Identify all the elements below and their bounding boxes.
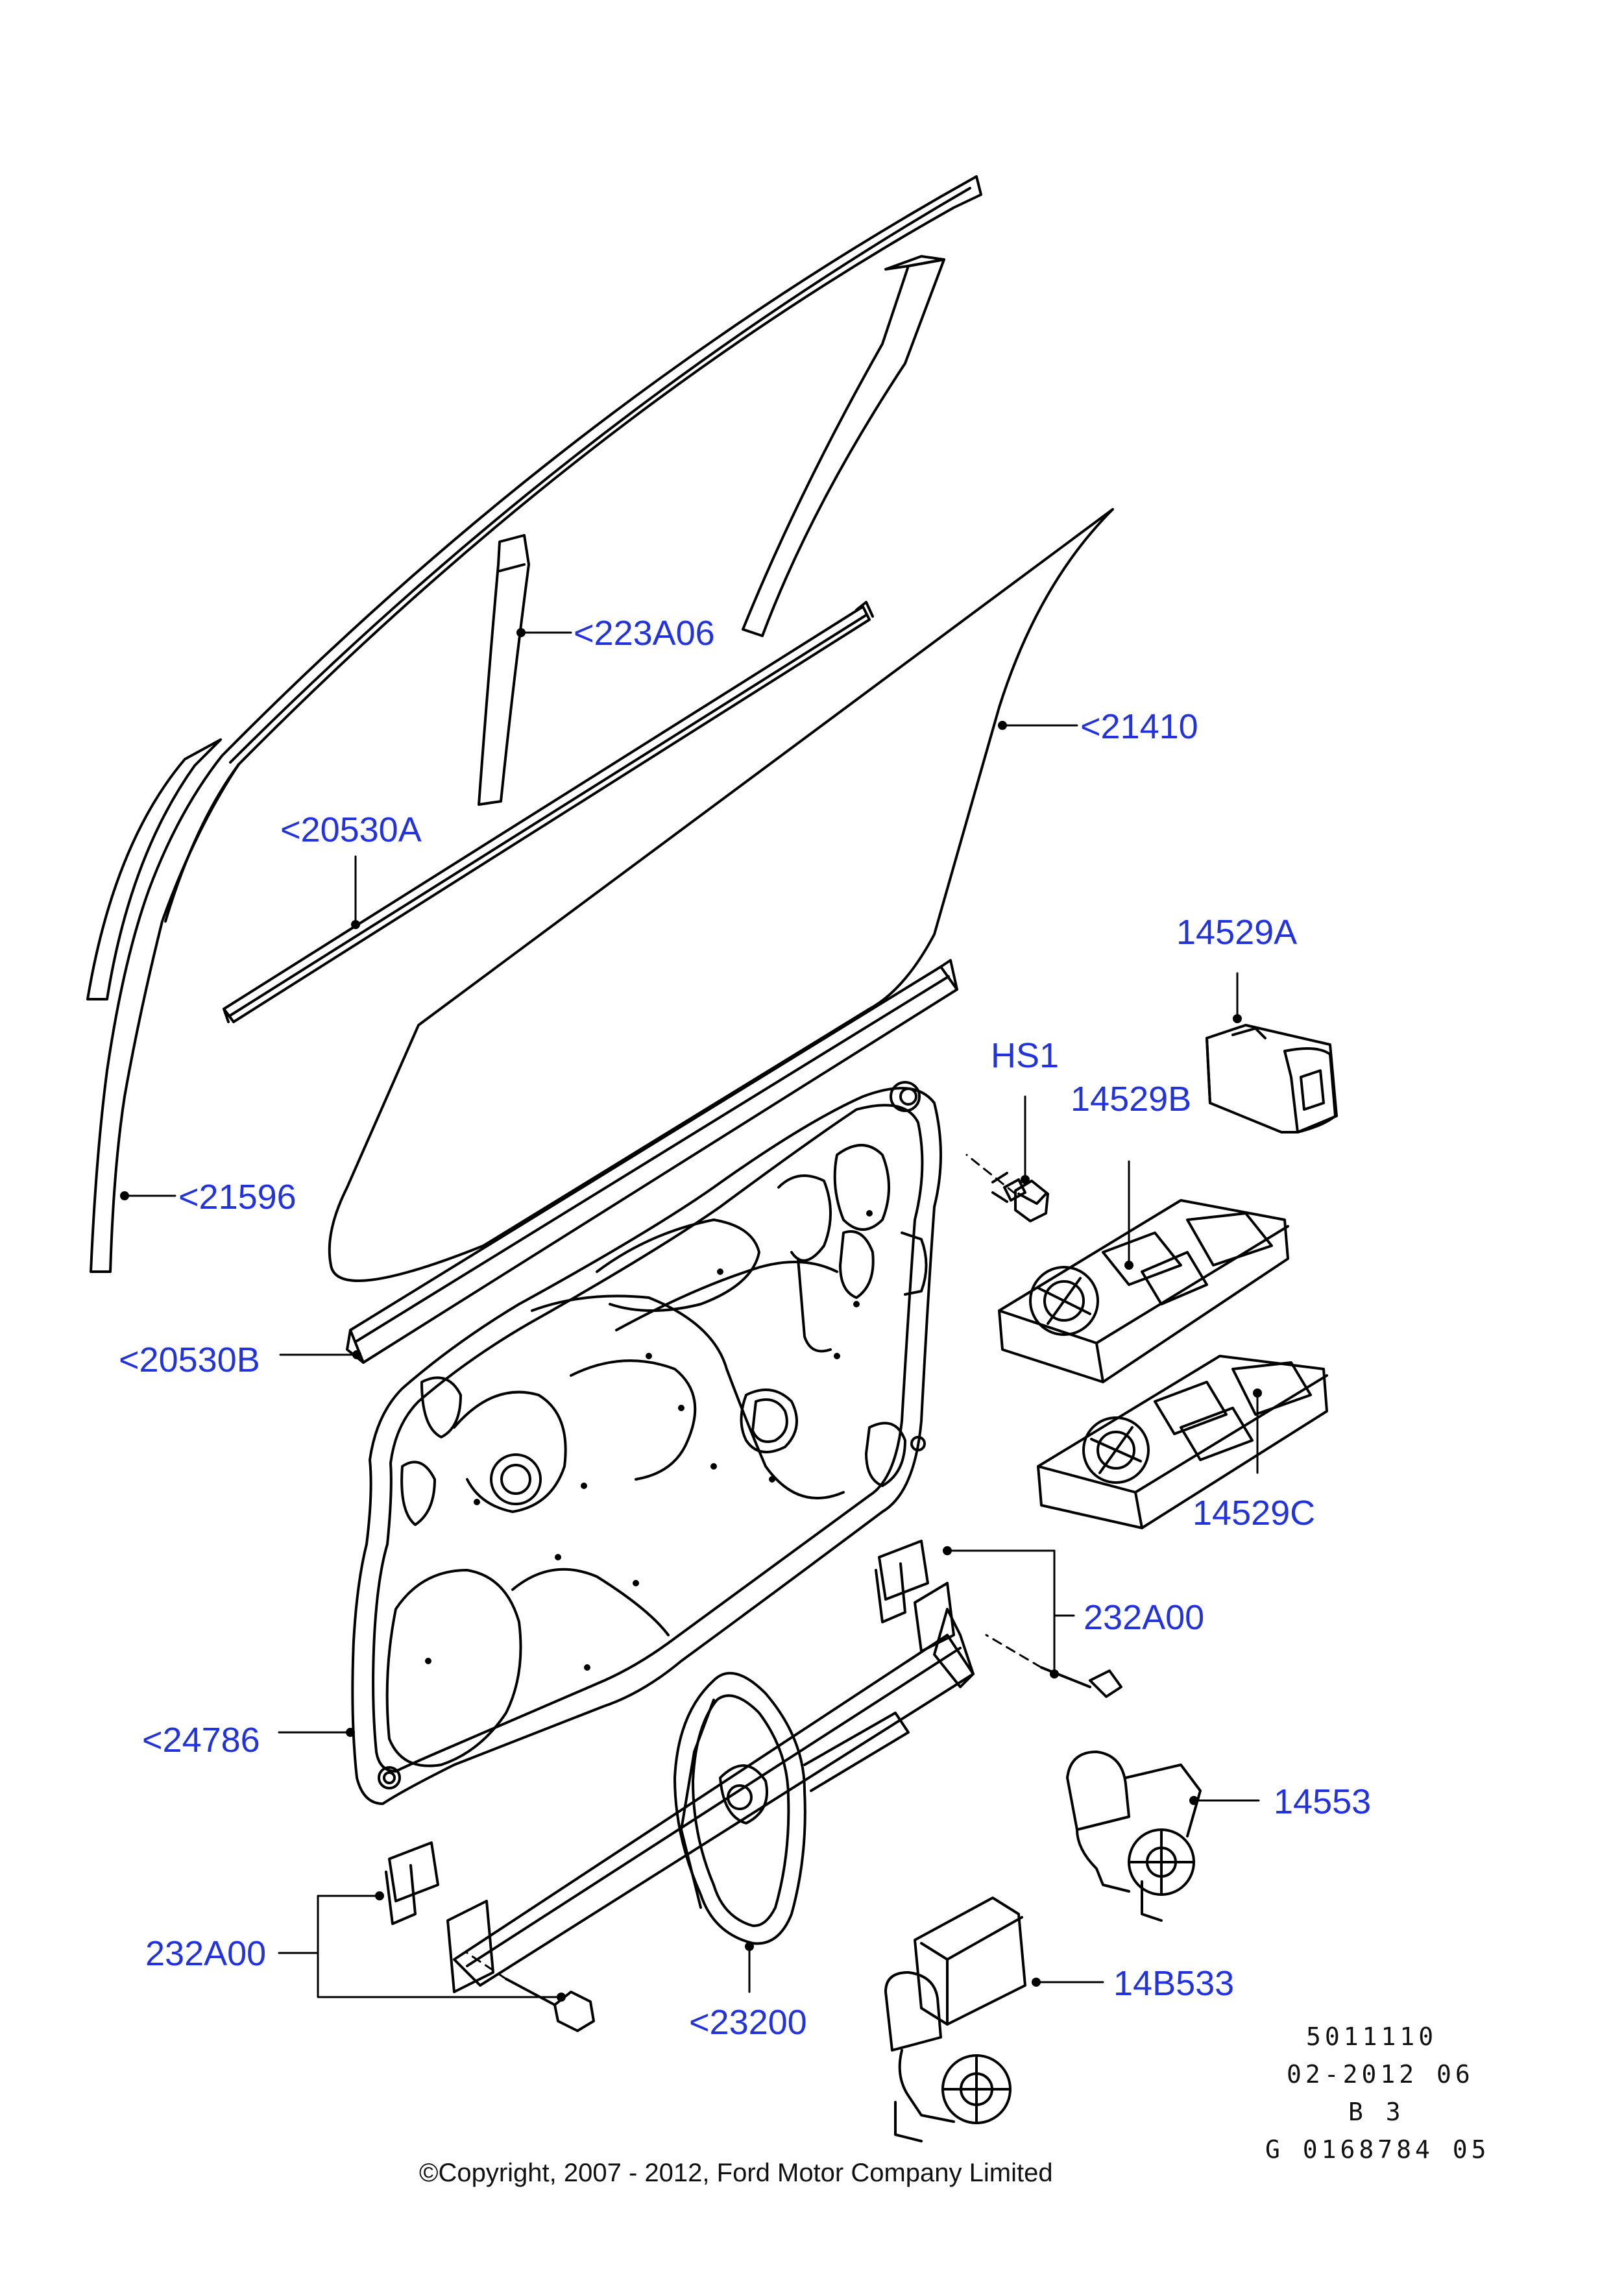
bolt-hs1-part: [991, 1172, 1049, 1222]
leader-lines: [123, 631, 1260, 1998]
belt-moulding-outer-part: [223, 601, 874, 1023]
callout-21596[interactable]: <21596: [178, 1178, 297, 1217]
door-frame-weatherstrip-part: [86, 175, 982, 1273]
callout-14b533[interactable]: 14B533: [1113, 1964, 1235, 2003]
window-motor-14b533-part: [884, 1897, 1026, 2142]
glass-clamp-right-part: [875, 1540, 1122, 1698]
window-motor-14553-part: [1066, 1751, 1202, 1922]
door-inner-panel-part: [351, 1081, 942, 1805]
callout-23200[interactable]: <23200: [689, 2003, 807, 2042]
callout-223a06[interactable]: <223A06: [574, 614, 715, 653]
callout-14529a[interactable]: 14529A: [1176, 913, 1298, 952]
callout-20530b[interactable]: <20530B: [119, 1340, 260, 1379]
belt-moulding-inner-part: [346, 959, 958, 1364]
callout-14529b[interactable]: 14529B: [1071, 1080, 1192, 1119]
switch-pack-14529c-part: [1037, 1355, 1328, 1529]
meta-code: 5011110: [1306, 2022, 1438, 2051]
meta-grid: B 3: [1348, 2098, 1405, 2126]
callout-232a00-left[interactable]: 232A00: [145, 1934, 267, 1973]
callout-hs1[interactable]: HS1: [991, 1036, 1060, 1075]
callout-20530a[interactable]: <20530A: [280, 810, 422, 849]
leader-dots: [120, 628, 1262, 2002]
callout-14553[interactable]: 14553: [1274, 1782, 1372, 1821]
callout-232a00-right[interactable]: 232A00: [1084, 1598, 1205, 1637]
window-regulator-part: [453, 1608, 975, 1987]
callout-24786[interactable]: <24786: [142, 1721, 260, 1760]
switch-14529a-part: [1206, 1024, 1338, 1133]
door-glass-part: [328, 508, 1114, 1282]
glass-run-channel-part: [478, 534, 530, 806]
switch-pack-14529b-part: [998, 1199, 1289, 1383]
meta-illustration-id: G 0168784 05: [1265, 2135, 1490, 2164]
copyright-notice: ©Copyright, 2007 - 2012, Ford Motor Comp…: [419, 2159, 1053, 2187]
callout-21410[interactable]: <21410: [1080, 707, 1198, 746]
glass-clamp-left-part: [385, 1841, 595, 2032]
meta-date: 02-2012 06: [1287, 2060, 1474, 2089]
callout-14529c[interactable]: 14529C: [1193, 1494, 1316, 1533]
